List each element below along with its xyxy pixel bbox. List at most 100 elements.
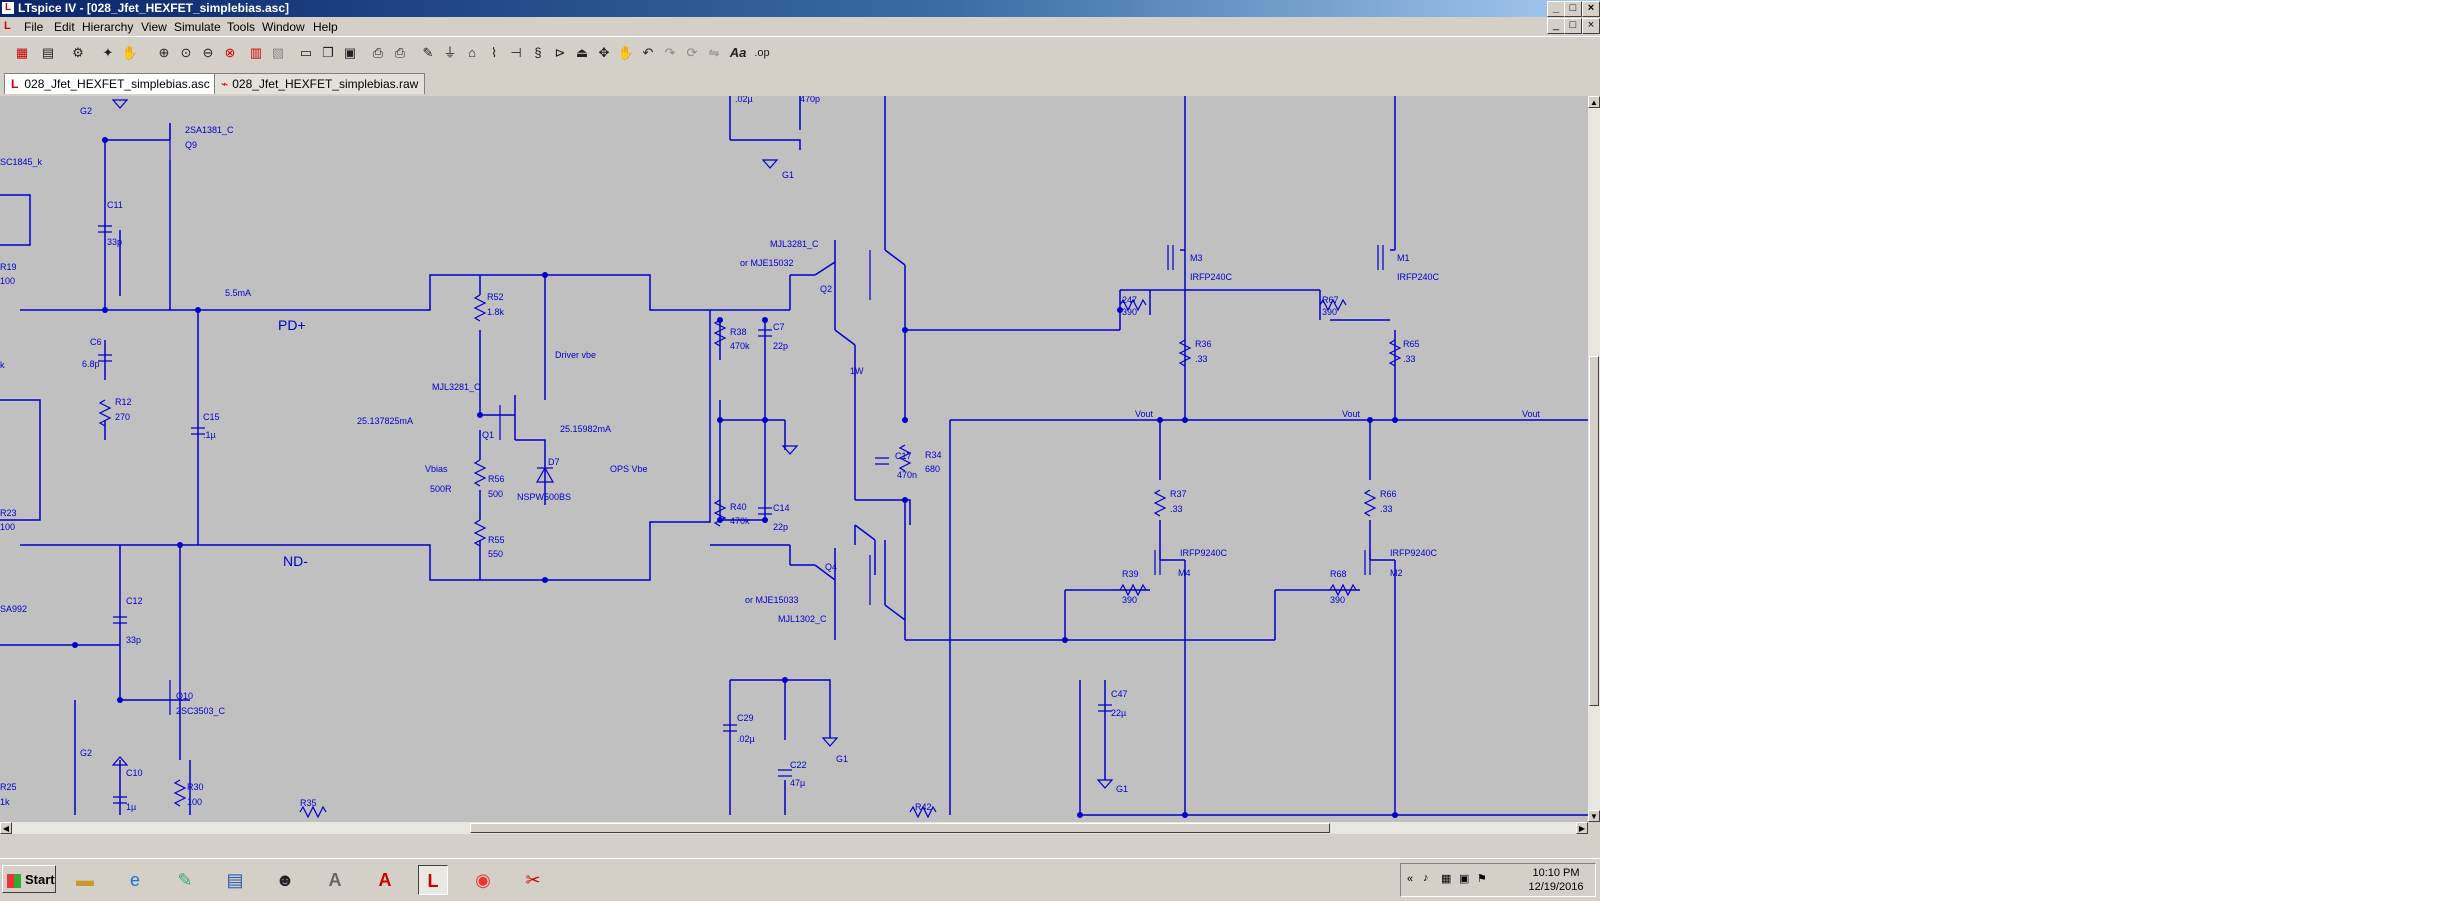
text-icon[interactable]: Aa bbox=[729, 45, 747, 60]
diode-icon[interactable]: ⊳ bbox=[554, 45, 566, 60]
autorange-icon[interactable]: ▥ bbox=[249, 45, 263, 60]
junction-dots bbox=[72, 137, 1398, 818]
ground-symbol-4 bbox=[1096, 779, 1114, 789]
label-r247: 247 bbox=[1122, 295, 1137, 305]
close-button[interactable]: × bbox=[1582, 1, 1600, 17]
doc-minimize-button[interactable]: _ bbox=[1547, 18, 1565, 34]
scroll-up-icon[interactable]: ▲ bbox=[1588, 96, 1600, 108]
clock-date[interactable]: 12/19/2016 bbox=[1528, 881, 1584, 893]
print-preview-icon[interactable]: ⎙ bbox=[372, 45, 384, 60]
internet-explorer-icon[interactable]: e bbox=[129, 870, 140, 890]
label-g2-top: G2 bbox=[80, 106, 92, 116]
doc-close-button[interactable]: × bbox=[1582, 18, 1600, 34]
close-window-icon[interactable]: ▣ bbox=[343, 45, 357, 60]
ltspice-app-icon[interactable]: L bbox=[2, 2, 14, 14]
acrobat-icon[interactable]: A bbox=[378, 870, 392, 890]
tab-schematic-label: 028_Jfet_HEXFET_simplebias.asc bbox=[24, 77, 210, 91]
mirror-icon[interactable]: ⇋ bbox=[708, 45, 720, 60]
ltspice-taskbar-icon[interactable]: L bbox=[418, 865, 448, 895]
redo-icon[interactable]: ↷ bbox=[664, 45, 676, 60]
c12-symbol bbox=[113, 616, 127, 624]
tray-app-icon[interactable]: ▣ bbox=[1459, 873, 1470, 885]
inductor-icon[interactable]: § bbox=[534, 45, 542, 60]
label-current-top: 5.5mA bbox=[225, 288, 251, 298]
run-icon[interactable]: ✦ bbox=[102, 45, 114, 60]
doc-icon[interactable]: L bbox=[4, 20, 11, 32]
draw-wire-icon[interactable]: ✎ bbox=[422, 45, 434, 60]
horizontal-scrollbar[interactable]: ◀ ▶ bbox=[0, 822, 1588, 834]
scroll-left-icon[interactable]: ◀ bbox=[0, 822, 12, 834]
scroll-right-icon[interactable]: ▶ bbox=[1576, 822, 1588, 834]
network-icon[interactable]: ▦ bbox=[1441, 873, 1452, 885]
rotate-icon[interactable]: ⟳ bbox=[686, 45, 698, 60]
minimize-button[interactable]: _ bbox=[1547, 1, 1565, 17]
label-c7: C7 bbox=[773, 322, 785, 332]
menu-file[interactable]: File bbox=[24, 20, 44, 34]
window-title: LTspice IV - [028_Jfet_HEXFET_simplebias… bbox=[18, 1, 289, 15]
pan-icon[interactable]: ⊙ bbox=[180, 45, 192, 60]
label-or-mje15033: or MJE15033 bbox=[745, 595, 799, 605]
horizontal-scroll-thumb[interactable] bbox=[470, 823, 1330, 833]
label-c47: C47 bbox=[1111, 689, 1128, 699]
label-net-icon[interactable]: ⌂ bbox=[468, 45, 476, 60]
r56-symbol bbox=[473, 459, 487, 487]
menu-tools[interactable]: Tools bbox=[227, 20, 256, 34]
spice-directive-icon[interactable]: .op bbox=[754, 47, 770, 59]
new-schematic-icon[interactable]: ▦ bbox=[15, 45, 29, 60]
tile-h-icon[interactable]: ▭ bbox=[299, 45, 313, 60]
schematic-canvas[interactable]: G2 2SA1381_C Q9 SC1845_k C11 33p R19 100… bbox=[0, 96, 1588, 822]
label-nd-minus: ND- bbox=[283, 553, 308, 569]
zoom-in-icon[interactable]: ⊕ bbox=[158, 45, 170, 60]
volume-icon[interactable]: ♪ bbox=[1423, 872, 1429, 884]
print-icon[interactable]: ⎙ bbox=[394, 45, 406, 60]
document-app-icon[interactable]: ▤ bbox=[226, 870, 244, 890]
label-m2: M2 bbox=[1390, 568, 1403, 578]
r39-symbol bbox=[1119, 583, 1147, 597]
label-sc1845: SC1845_k bbox=[0, 157, 43, 167]
zoom-fit-icon[interactable]: ⊗ bbox=[224, 45, 236, 60]
control-panel-icon[interactable]: ⚙ bbox=[72, 45, 84, 60]
alien-app-icon[interactable]: ☻ bbox=[275, 870, 295, 890]
component-icon[interactable]: ⏏ bbox=[575, 45, 589, 60]
tab-waveform[interactable]: ⌁028_Jfet_HEXFET_simplebias.raw bbox=[214, 73, 426, 94]
ground-icon[interactable]: ⏚ bbox=[443, 45, 457, 60]
label-r12-val: 270 bbox=[115, 412, 130, 422]
tray-flag-icon[interactable]: ⚑ bbox=[1477, 873, 1487, 885]
menu-help[interactable]: Help bbox=[313, 20, 338, 34]
start-button[interactable]: Start bbox=[2, 865, 56, 893]
snipping-tool-icon[interactable]: ✂ bbox=[525, 870, 541, 890]
clock-time[interactable]: 10:10 PM bbox=[1532, 867, 1580, 879]
doc-restore-button[interactable]: □ bbox=[1564, 18, 1582, 34]
cascade-icon[interactable]: ❐ bbox=[322, 45, 334, 60]
tray-expand-icon[interactable]: « bbox=[1407, 873, 1414, 885]
label-r37: R37 bbox=[1170, 489, 1187, 499]
label-m4-part: IRFP9240C bbox=[1180, 548, 1228, 558]
scroll-down-icon[interactable]: ▼ bbox=[1588, 810, 1600, 822]
label-r35: R35 bbox=[300, 798, 317, 808]
ground-symbol-6 bbox=[111, 756, 129, 766]
open-icon[interactable]: ▤ bbox=[41, 45, 55, 60]
menu-simulate[interactable]: Simulate bbox=[174, 20, 221, 34]
menu-hierarchy[interactable]: Hierarchy bbox=[82, 20, 134, 34]
undo-icon[interactable]: ↶ bbox=[642, 45, 654, 60]
vertical-scrollbar[interactable]: ▲ ▼ bbox=[1588, 96, 1600, 822]
halt-icon[interactable]: ✋ bbox=[121, 45, 139, 60]
grid-icon[interactable]: ▧ bbox=[271, 45, 285, 60]
capacitor-icon[interactable]: ⊣ bbox=[510, 45, 522, 60]
paint-icon[interactable]: ✎ bbox=[177, 870, 193, 890]
menu-view[interactable]: View bbox=[141, 20, 167, 34]
zoom-out-icon[interactable]: ⊖ bbox=[202, 45, 214, 60]
explorer-icon[interactable]: ▬ bbox=[76, 870, 94, 890]
label-nspw: NSPW500BS bbox=[517, 492, 571, 502]
chrome-icon[interactable]: ◉ bbox=[475, 870, 491, 890]
drag-icon[interactable]: ✋ bbox=[617, 45, 635, 60]
maximize-button[interactable]: □ bbox=[1564, 1, 1582, 17]
resistor-icon[interactable]: ⌇ bbox=[490, 45, 498, 60]
label-m1: M1 bbox=[1397, 253, 1410, 263]
move-icon[interactable]: ✥ bbox=[598, 45, 610, 60]
vertical-scroll-thumb[interactable] bbox=[1589, 356, 1599, 706]
a5-app-icon[interactable]: A bbox=[328, 870, 342, 890]
menu-edit[interactable]: Edit bbox=[54, 20, 75, 34]
menu-window[interactable]: Window bbox=[262, 20, 305, 34]
